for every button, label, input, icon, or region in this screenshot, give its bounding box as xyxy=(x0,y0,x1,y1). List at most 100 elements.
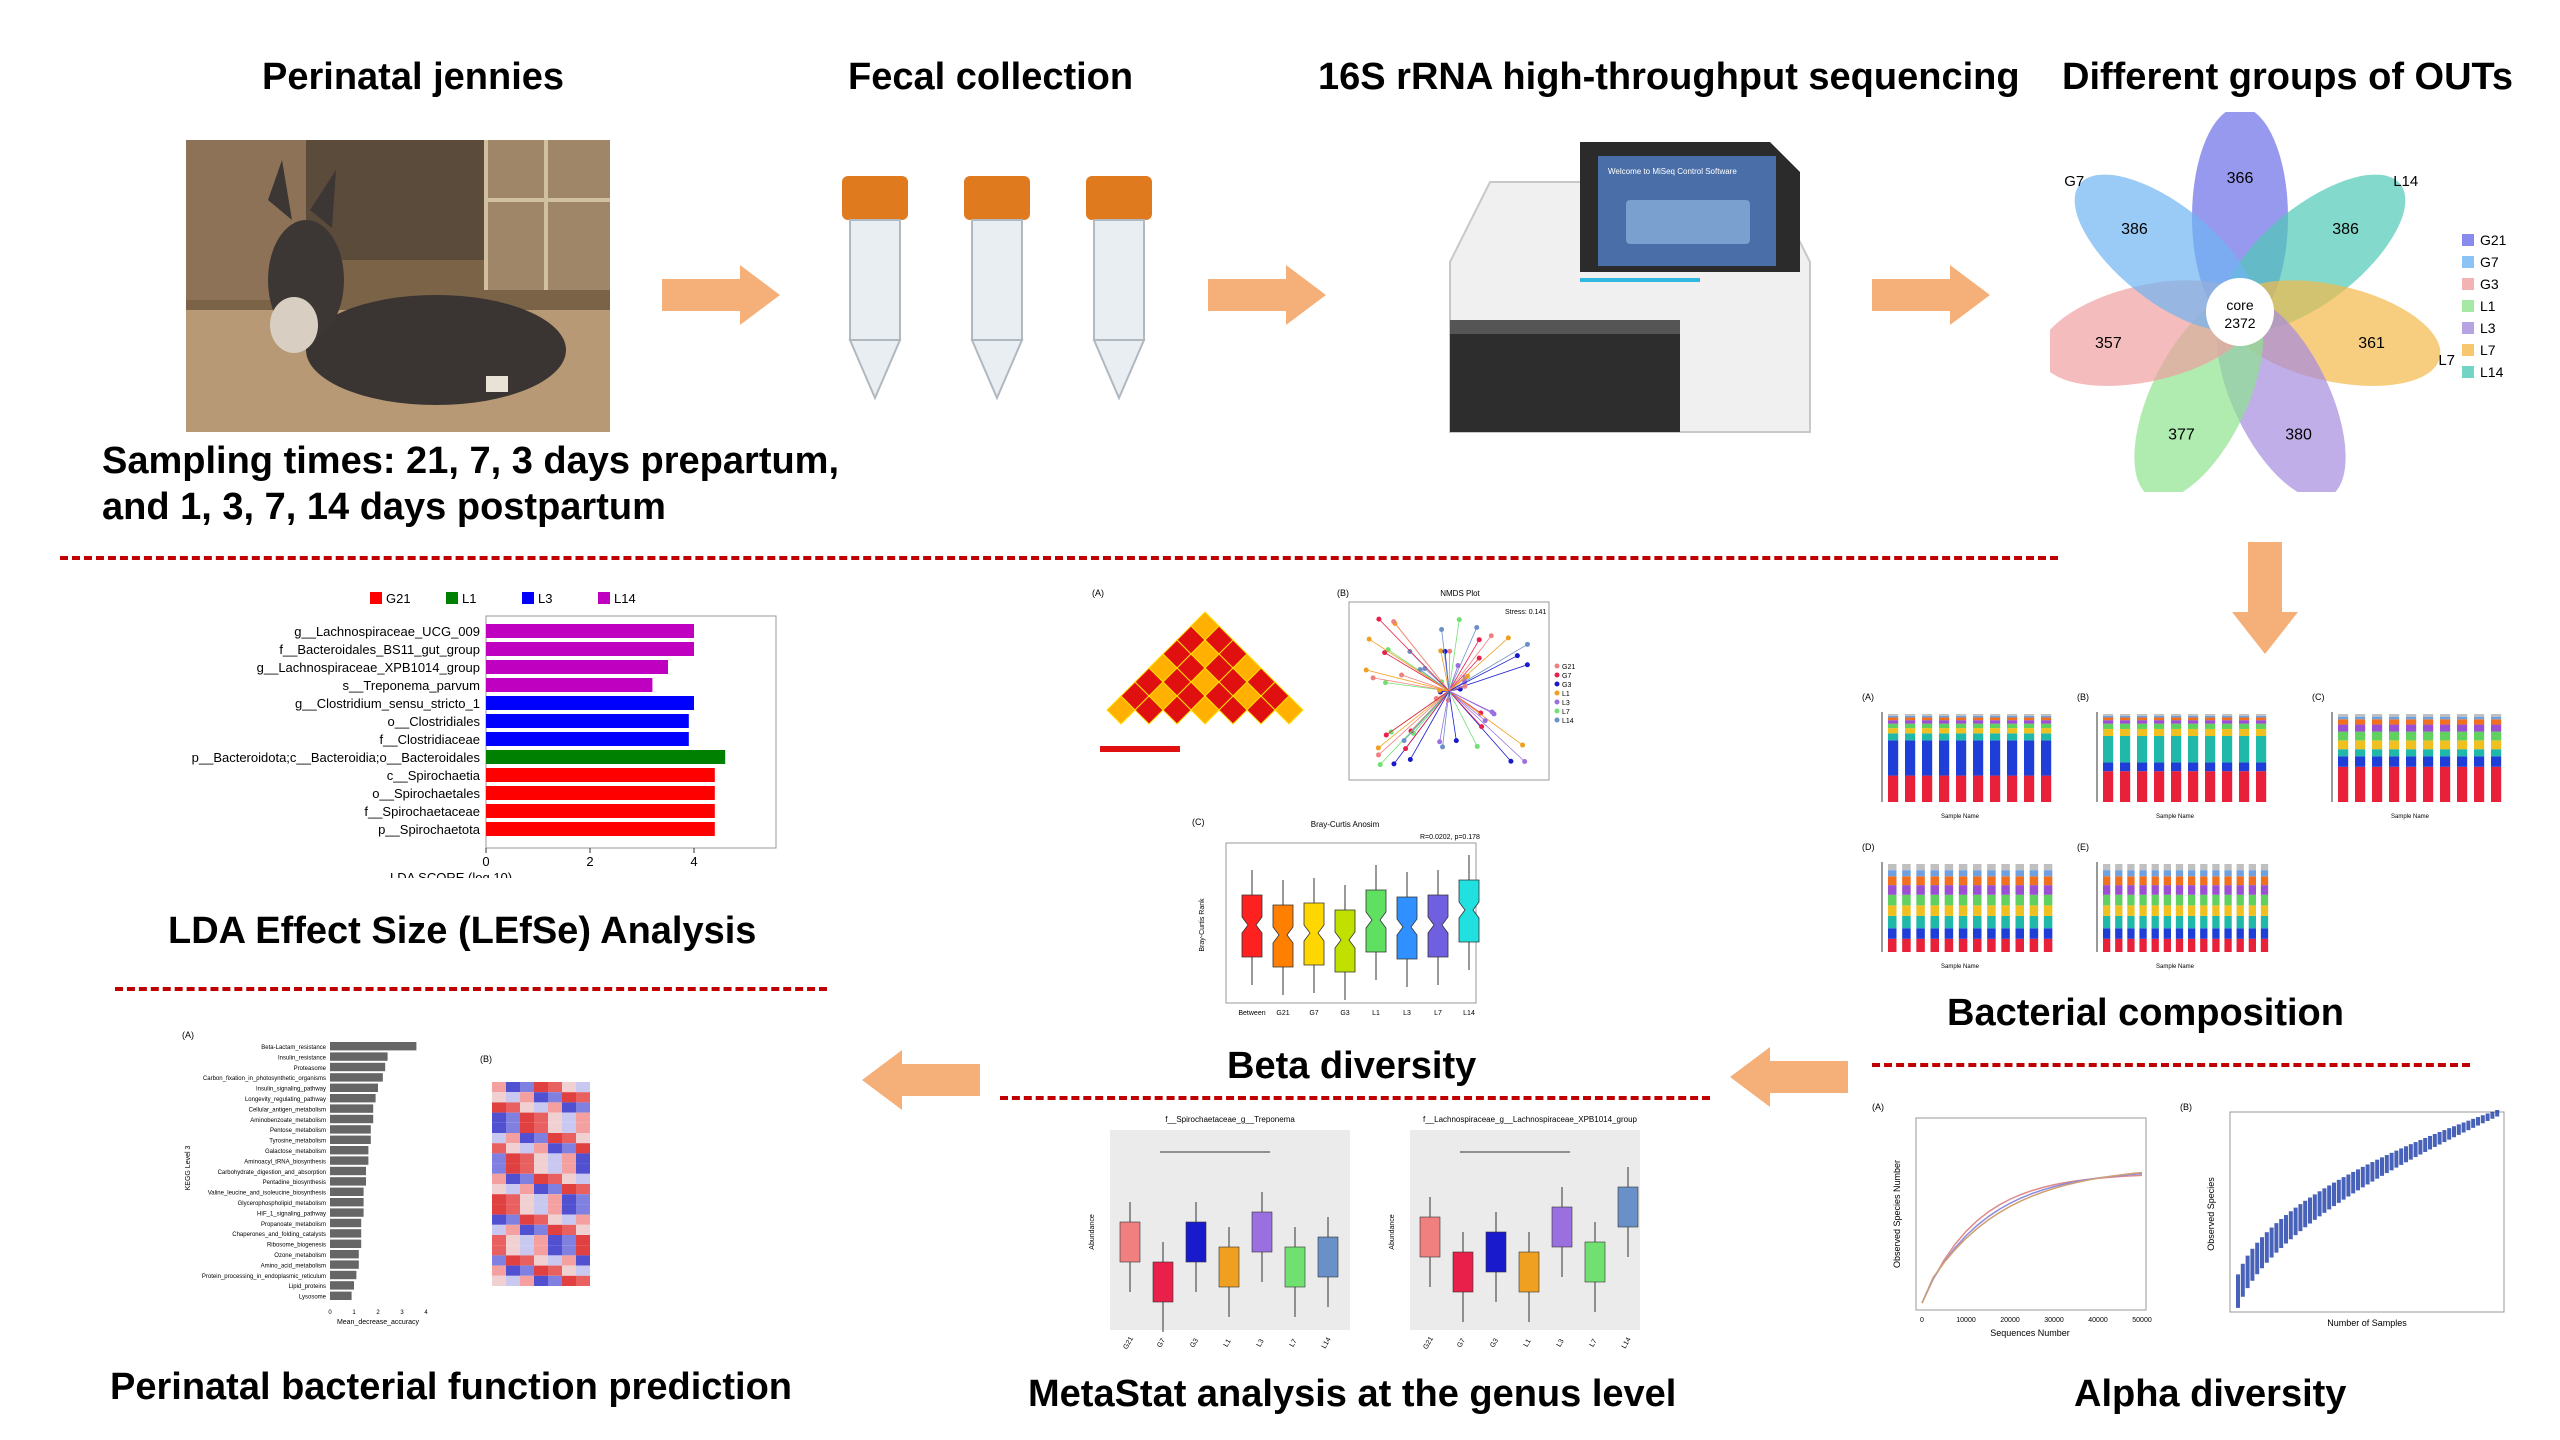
title-beta-diversity: Beta diversity xyxy=(1227,1045,1477,1087)
composition-bar-segment xyxy=(1888,723,1899,729)
lefse-bar xyxy=(486,696,694,710)
metastat-group-label: L14 xyxy=(1621,1336,1633,1350)
nmds-point xyxy=(1520,742,1526,748)
lefse-bar-label: g__Lachnospiraceae_UCG_009 xyxy=(294,624,480,639)
composition-bar-segment xyxy=(2474,714,2485,717)
composition-bar-segment xyxy=(2212,905,2220,916)
composition-bar-segment xyxy=(1916,894,1925,906)
composition-bar-segment xyxy=(2224,894,2232,906)
composition-bar-segment xyxy=(2175,870,2184,877)
composition-bar-segment xyxy=(1990,715,2001,718)
function-bar xyxy=(330,1281,354,1290)
metastat-box xyxy=(1419,1216,1441,1258)
sampling-times-line2: and 1, 3, 7, 14 days postpartum xyxy=(102,486,666,528)
function-heatmap-cell xyxy=(492,1214,506,1225)
function-heatmap-cell xyxy=(548,1214,562,1225)
function-heatmap-cell xyxy=(492,1235,506,1246)
nmds-point xyxy=(1391,619,1397,625)
venn-legend-swatch xyxy=(2462,300,2474,312)
composition-bar-segment xyxy=(2139,905,2147,916)
function-bar xyxy=(330,1260,359,1269)
composition-bar-segment xyxy=(2137,715,2148,718)
species-accumulation-box xyxy=(2341,1177,2346,1200)
function-bar xyxy=(330,1104,374,1113)
composition-bar-segment xyxy=(2423,724,2434,732)
composition-bar-segment xyxy=(1987,885,1996,895)
species-accumulation-box xyxy=(2298,1204,2303,1232)
lefse-bar-label: o__Spirochaetales xyxy=(372,786,480,801)
function-bar-label: Pentose_metabolism xyxy=(270,1128,326,1134)
function-heatmap-cell xyxy=(492,1245,506,1256)
anosim-box xyxy=(1427,894,1449,958)
composition-bar-segment xyxy=(2163,915,2171,929)
composition-bar-segment xyxy=(1958,876,1968,886)
composition-bar-segment xyxy=(1902,876,1911,886)
function-heatmap-cell xyxy=(534,1224,548,1235)
function-heatmap-cell xyxy=(562,1153,576,1164)
composition-bar-segment xyxy=(1973,938,1982,952)
composition-bar-segment xyxy=(2188,938,2196,952)
function-heatmap-cell xyxy=(534,1163,548,1174)
species-accumulation-box xyxy=(2327,1185,2332,1210)
function-heatmap-cell xyxy=(576,1122,590,1133)
composition-bar-segment xyxy=(2024,715,2035,718)
composition-bar-segment xyxy=(2024,775,2035,802)
composition-bar-segment xyxy=(1944,894,1954,906)
composition-bar-segment xyxy=(2212,928,2220,939)
composition-bar-segment xyxy=(1939,720,1950,724)
composition-bar-segment xyxy=(2171,728,2182,736)
function-heatmap-cell xyxy=(506,1204,520,1215)
composition-bar-segment xyxy=(2491,719,2502,725)
nmds-point xyxy=(1462,683,1468,689)
nmds-link xyxy=(1366,669,1450,692)
heatmap-cell xyxy=(1162,695,1192,725)
composition-bar-segment xyxy=(2024,733,2035,741)
composition-bar-segment xyxy=(1916,928,1925,939)
function-heatmap-cell xyxy=(534,1112,548,1123)
composition-bar-segment xyxy=(2151,938,2159,952)
function-heatmap-cell xyxy=(534,1265,548,1276)
composition-bar-segment xyxy=(2163,928,2171,939)
species-accumulation-box xyxy=(2399,1148,2404,1165)
composition-bar-segment xyxy=(2103,885,2111,895)
composition-bar-segment xyxy=(2151,928,2159,939)
function-heatmap-cell xyxy=(520,1143,534,1154)
composition-bar-segment xyxy=(2260,928,2269,939)
composition-bar-segment xyxy=(1922,733,1933,741)
composition-bar-segment xyxy=(1888,715,1899,718)
composition-bar-segment xyxy=(2491,731,2502,741)
nmds-point xyxy=(1366,636,1372,642)
heatmap-cell xyxy=(1134,695,1164,725)
metastat-box xyxy=(1317,1236,1339,1278)
nmds-link xyxy=(1448,685,1465,692)
venn-core-value: 2372 xyxy=(2224,315,2255,331)
composition-bar-segment xyxy=(2222,728,2233,736)
composition-bar-segment xyxy=(2188,928,2196,939)
composition-bar-segment xyxy=(2423,719,2434,725)
composition-bar-segment xyxy=(1905,723,1916,729)
lefse-bar xyxy=(486,624,694,638)
composition-bar-segment xyxy=(2440,724,2451,732)
composition-bar-segment xyxy=(2389,719,2400,725)
nmds-link xyxy=(1386,690,1450,736)
composition-bar-segment xyxy=(2248,938,2256,952)
function-heatmap-cell xyxy=(506,1102,520,1113)
composition-bar-segment xyxy=(1990,714,2001,716)
composition-bar-segment xyxy=(2171,736,2182,763)
composition-bar-segment xyxy=(2205,728,2216,736)
composition-bar-segment xyxy=(2015,894,2024,906)
function-heatmap-cell xyxy=(520,1224,534,1235)
anosim-box xyxy=(1396,896,1418,960)
composition-bar-segment xyxy=(2256,762,2267,772)
nmds-legend-dot xyxy=(1554,681,1560,687)
composition-bar-segment xyxy=(1916,905,1925,916)
nmds-legend-dot xyxy=(1554,699,1560,705)
species-accumulation-box xyxy=(2269,1227,2274,1258)
function-heatmap-cell xyxy=(492,1092,506,1103)
composition-bar-segment xyxy=(2001,876,2010,886)
composition-bar-segment xyxy=(2015,870,2024,877)
metastat-charts: f__Spirochaetaceae_g__TreponemaAbundance… xyxy=(1089,1115,1640,1351)
composition-bar-segment xyxy=(2200,885,2208,895)
species-accumulation-box xyxy=(2466,1120,2471,1131)
lefse-legend-label: L3 xyxy=(538,591,552,606)
